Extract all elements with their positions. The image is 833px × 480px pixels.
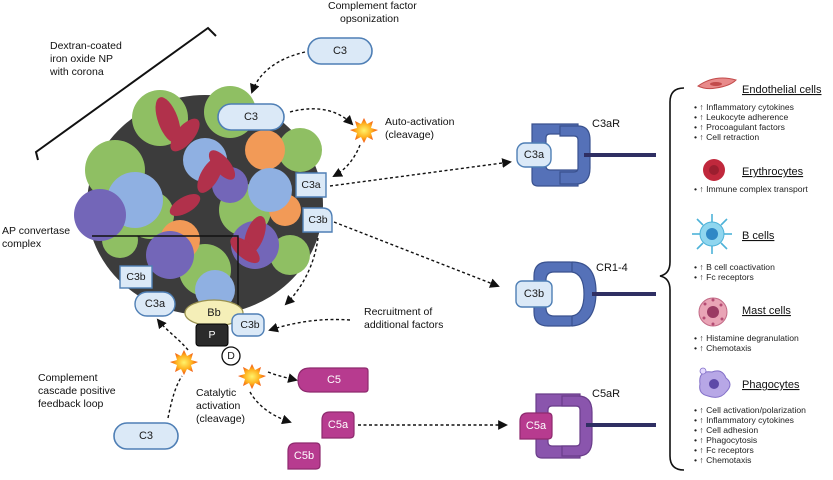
endothelial-effect-4: • ↑ Cell retraction [694,132,759,142]
cr1-4-name: CR1-4 [596,262,628,274]
c3-bottom-label: C3 [139,430,153,442]
b-cell-effect-1: • ↑ B cell coactivation [694,262,775,272]
c3ar-name: C3aR [592,118,620,130]
phagocyte-effect-4: • ↑ Phagocytosis [694,435,757,445]
ap-convertase-label-1: AP convertase [2,225,70,237]
c3b-surface-box: C3b [302,207,333,233]
c3-surface-label: C3 [244,111,258,123]
endothelial-effect-3: • ↑ Procoagulant factors [694,122,785,132]
ap-convertase-label-2: complex [2,238,42,250]
arrow-feedback-up [156,318,189,351]
c3a-left-pill: C3a [134,291,176,317]
phagocyte-icon [699,367,731,398]
nanoparticle-corona [74,86,323,315]
erythrocyte-effect-1: • ↑ Immune complex transport [694,184,808,194]
c3b-left-box: C3b [119,265,153,289]
c5a-label: C5a [328,419,349,431]
phagocyte-effect-5: • ↑ Fc receptors [694,445,754,455]
catalytic-label-1: Catalytic [196,387,236,399]
c3a-surface-box: C3a [295,172,327,198]
bb-label: Bb [207,307,220,319]
c3ar-receptor: C3a C3aR [516,118,656,187]
c5-pill: C5 [297,367,369,393]
phagocyte-effect-3: • ↑ Cell adhesion [694,425,758,435]
erythrocytes-title: Erythrocytes [742,166,804,178]
nanoparticle-bracket [34,26,217,161]
endothelial-effect-1: • ↑ Inflammatory cytokines [694,102,794,112]
c5ar-name: C5aR [592,388,620,400]
arrow-from-auto-activation [332,144,361,177]
auto-activation-label-2: (cleavage) [385,129,434,141]
catalytic-label-3: (cleavage) [196,413,245,425]
feedback-burst-icon [170,350,198,375]
phagocyte-effect-2: • ↑ Inflammatory cytokines [694,415,794,425]
c5-label: C5 [327,374,341,386]
c3-surface-pill: C3 [217,103,285,131]
cr1-4-receptor: C3b CR1-4 [515,261,656,327]
arrow-to-auto-activation [289,108,354,126]
feedback-label-2: cascade positive [38,385,116,397]
endothelial-effect-2: • ↑ Leukocyte adherence [694,112,788,122]
c3a-left-label: C3a [145,298,166,310]
arrow-recruitment-1 [268,318,351,333]
b-cell-icon [692,214,732,254]
nanoparticle-label-3: with corona [49,66,104,78]
ap-convertase-complex: Bb C3b P D [184,299,265,366]
catalytic-label-2: activation [196,400,241,412]
ap-convertase-pointer [92,235,239,308]
endothelial-cell-icon [697,77,737,90]
mast-cell-effect-2: • ↑ Chemotaxis [694,343,751,353]
arrow-feedback-loop [167,375,183,419]
auto-activation-burst-icon [350,118,378,143]
arrow-recruitment-2 [284,237,319,306]
mast-cell-icon [698,297,728,327]
c5b-label: C5b [294,450,314,462]
arrow-c3b-to-receptor [333,221,500,288]
erythrocyte-icon [703,159,725,181]
mast-cells-title: Mast cells [742,305,791,317]
cr1-4-ligand-label: C3b [524,288,544,300]
phagocyte-effect-6: • ↑ Chemotaxis [694,455,751,465]
c3b-left-label: C3b [126,271,145,283]
c3-top-pill: C3 [307,37,373,65]
recruitment-label-2: additional factors [364,319,443,331]
feedback-label-1: Complement [38,372,98,384]
phagocyte-effect-1: • ↑ Cell activation/polarization [694,405,806,415]
c3-bottom-pill: C3 [113,422,179,450]
phagocytes-title: Phagocytes [742,379,800,391]
endothelial-cells-title: Endothelial cells [742,84,822,96]
c5ar-ligand-label: C5a [526,420,547,432]
d-label: D [227,350,235,362]
arrow-to-c5 [267,371,298,383]
b-cells-title: B cells [742,230,775,242]
c3a-surface-label: C3a [301,179,320,191]
c3-top-label: C3 [333,45,347,57]
nanoparticle-label-2: iron oxide NP [50,53,113,65]
c3ar-ligand-label: C3a [524,149,545,161]
mast-cell-effect-1: • ↑ Histamine degranulation [694,333,799,343]
cell-effects-brace [659,87,685,471]
feedback-label-3: feedback loop [38,398,104,410]
arrow-c3a-to-receptor [329,158,512,187]
recruitment-label-1: Recruitment of [364,306,432,318]
arrow-opsonization [250,51,306,94]
opsonization-label-1: Complement factor [328,0,417,12]
opsonization-label-2: opsonization [340,13,399,25]
c5ar-receptor: C5a C5aR [519,388,656,459]
c3b-convertase-label: C3b [240,319,259,331]
nanoparticle-label-1: Dextran-coated [50,40,122,52]
b-cell-effect-2: • ↑ Fc receptors [694,272,754,282]
c5b-pill: C5b [287,442,321,470]
catalytic-burst-icon [238,364,266,389]
c3b-surface-label: C3b [308,214,327,226]
p-label: P [208,329,215,341]
arrow-to-c5a [249,391,292,425]
auto-activation-label-1: Auto-activation [385,116,455,128]
c5a-pill: C5a [321,411,355,439]
